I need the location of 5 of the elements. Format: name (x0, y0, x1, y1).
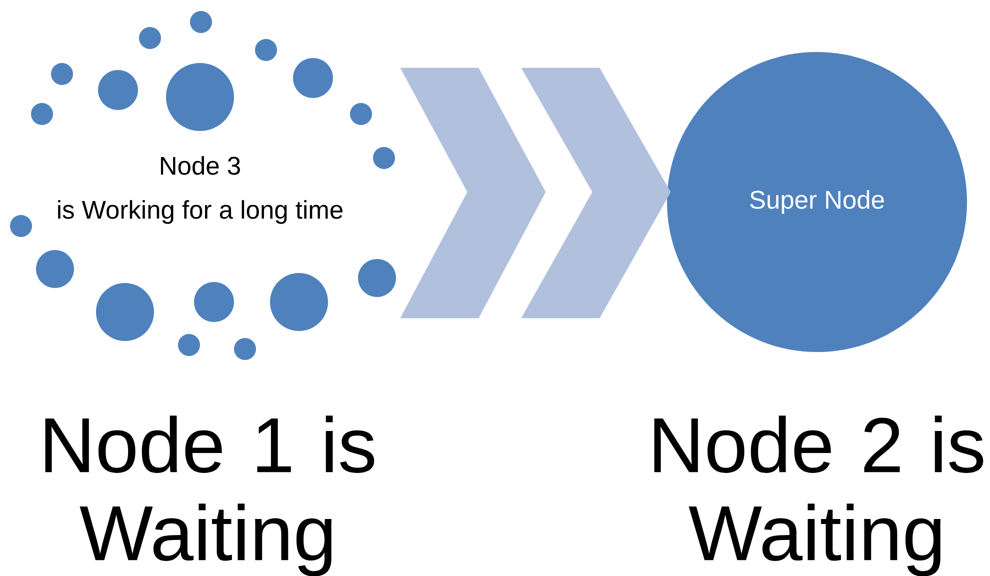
chevron-arrow (400, 68, 671, 318)
node-caption: Node 1 is Waiting (45, 416, 374, 576)
node-text: Node 3 is Working for a long time (58, 156, 342, 224)
circle-node: Super Node (667, 52, 967, 352)
node-caption: Node 2 is Waiting (654, 416, 984, 576)
